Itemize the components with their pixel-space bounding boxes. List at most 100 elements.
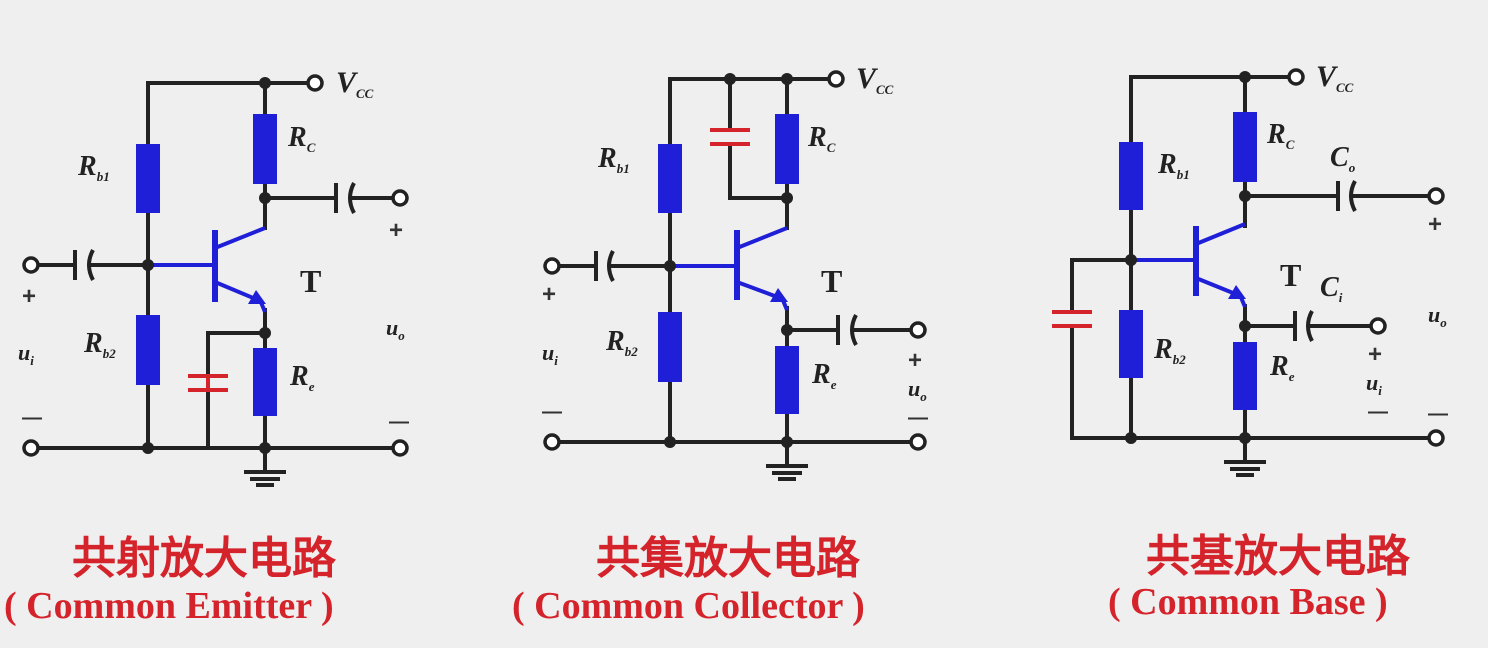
cb-ground-terminal	[1427, 429, 1445, 447]
svg-text:RC: RC	[287, 122, 316, 155]
svg-text:Rb1: Rb1	[77, 151, 110, 184]
cb-title-cn: 共基放大电路	[1146, 531, 1410, 582]
cb-rc-sub: C	[1286, 137, 1295, 152]
cb-uo-label: u	[1428, 302, 1440, 327]
cb-junction	[1239, 71, 1251, 83]
ce-output-minus: —	[389, 411, 409, 433]
cc-ui-sub: i	[554, 353, 558, 368]
ce-junction	[259, 77, 271, 89]
cc-input-capacitor	[594, 250, 615, 282]
cc-rb2-label: R	[605, 326, 625, 357]
common-collector-circuit: VCC Rb1 Rb2 RC Re T ui uo + — + —	[542, 62, 928, 481]
cc-input-minus: —	[542, 401, 562, 423]
svg-text:Co: Co	[1330, 142, 1356, 175]
svg-text:Rb2: Rb2	[1153, 334, 1186, 367]
svg-text:RC: RC	[807, 122, 836, 155]
ce-ui-sub: i	[30, 353, 34, 368]
ce-rc-label: R	[287, 122, 307, 153]
cb-transistor-symbol	[1131, 222, 1247, 308]
cb-ci-sub: i	[1339, 290, 1343, 305]
ce-output-terminal	[391, 189, 409, 207]
cb-rb1-sub: b1	[1177, 167, 1190, 182]
ce-title-cn: 共射放大电路	[72, 533, 336, 584]
ce-rb1-label: R	[77, 151, 97, 182]
cb-uo-sub: o	[1440, 315, 1447, 330]
cc-vcc-label: V	[856, 62, 879, 95]
ce-re-label: R	[289, 361, 309, 392]
cb-rb2-sub: b2	[1173, 352, 1187, 367]
ce-junction	[142, 442, 154, 454]
cc-junction	[724, 73, 736, 85]
common-emitter-circuit: VCC Rb1 Rb2 RC Re T ui uo + — + —	[18, 66, 409, 487]
cb-rb1-resistor	[1119, 142, 1143, 210]
ce-title-en: ( Common Emitter )	[4, 585, 334, 627]
svg-text:uo: uo	[1428, 302, 1447, 330]
cc-junction	[781, 192, 793, 204]
ce-vcc-sub: CC	[356, 86, 374, 101]
cb-co-label: C	[1330, 142, 1349, 173]
ce-rb2-label: R	[83, 328, 103, 359]
ce-junction	[259, 192, 271, 204]
cb-re-label: R	[1269, 351, 1289, 382]
svg-text:Re: Re	[811, 359, 837, 392]
cb-input-plus: +	[1368, 341, 1382, 368]
common-base-circuit: VCC Rb1 Rb2 RC Re Co Ci T ui uo + — + —	[1052, 60, 1448, 477]
svg-text:Ci: Ci	[1320, 272, 1343, 305]
svg-text:Re: Re	[1269, 351, 1295, 384]
ce-vcc-label: V	[336, 66, 359, 99]
ce-re-sub: e	[309, 379, 315, 394]
cb-vcc-sub: CC	[1336, 80, 1354, 95]
svg-text:uo: uo	[386, 315, 405, 343]
cb-ui-label: u	[1366, 370, 1378, 395]
cc-rb1-sub: b1	[617, 161, 630, 176]
ce-junction	[259, 327, 271, 339]
cb-junction	[1125, 254, 1137, 266]
cb-rc-label: R	[1266, 119, 1286, 150]
cc-input-terminal	[543, 257, 561, 275]
cb-output-capacitor	[1336, 180, 1357, 212]
ce-bypass-capacitor	[188, 374, 228, 392]
cc-junction	[664, 436, 676, 448]
ce-input-minus: —	[22, 407, 42, 429]
cb-ui-sub: i	[1378, 383, 1382, 398]
cc-rc-resistor	[775, 114, 799, 184]
ce-junction	[142, 259, 154, 271]
cc-title-en: ( Common Collector )	[512, 585, 865, 627]
svg-text:VCC: VCC	[856, 62, 894, 97]
ce-junction	[259, 442, 271, 454]
svg-text:VCC: VCC	[336, 66, 374, 101]
ce-output-capacitor	[334, 182, 356, 214]
cb-title-en: ( Common Base )	[1108, 581, 1388, 623]
cb-junction	[1239, 190, 1251, 202]
cc-vcc-sub: CC	[876, 82, 894, 97]
ce-input-plus: +	[22, 283, 36, 310]
ce-rb1-sub: b1	[97, 169, 110, 184]
cc-uo-sub: o	[920, 389, 927, 404]
svg-text:uo: uo	[908, 376, 927, 404]
cc-rb2-resistor	[658, 312, 682, 382]
cc-output-minus: —	[908, 407, 928, 429]
cb-output-minus: —	[1428, 403, 1448, 425]
cc-rc-sub: C	[827, 140, 836, 155]
ce-output-plus: +	[389, 217, 403, 244]
ce-wires	[28, 81, 402, 487]
cc-output-plus: +	[908, 347, 922, 374]
cb-junction	[1239, 432, 1251, 444]
cb-input-capacitor	[1293, 310, 1314, 342]
cc-uo-label: u	[908, 376, 920, 401]
cc-transistor-symbol	[670, 226, 789, 311]
cb-re-sub: e	[1289, 369, 1295, 384]
cb-input-terminal	[1369, 317, 1387, 335]
svg-text:Rb1: Rb1	[1157, 149, 1190, 182]
cc-bypass-capacitor	[710, 128, 750, 146]
svg-text:RC: RC	[1266, 119, 1295, 152]
ce-uo-sub: o	[398, 328, 405, 343]
cc-junction	[781, 73, 793, 85]
cb-re-resistor	[1233, 342, 1257, 410]
svg-text:Rb2: Rb2	[83, 328, 116, 361]
ce-transistor-symbol	[148, 226, 267, 313]
cb-rb2-label: R	[1153, 334, 1173, 365]
svg-text:ui: ui	[1366, 370, 1382, 398]
ce-rc-sub: C	[307, 140, 316, 155]
